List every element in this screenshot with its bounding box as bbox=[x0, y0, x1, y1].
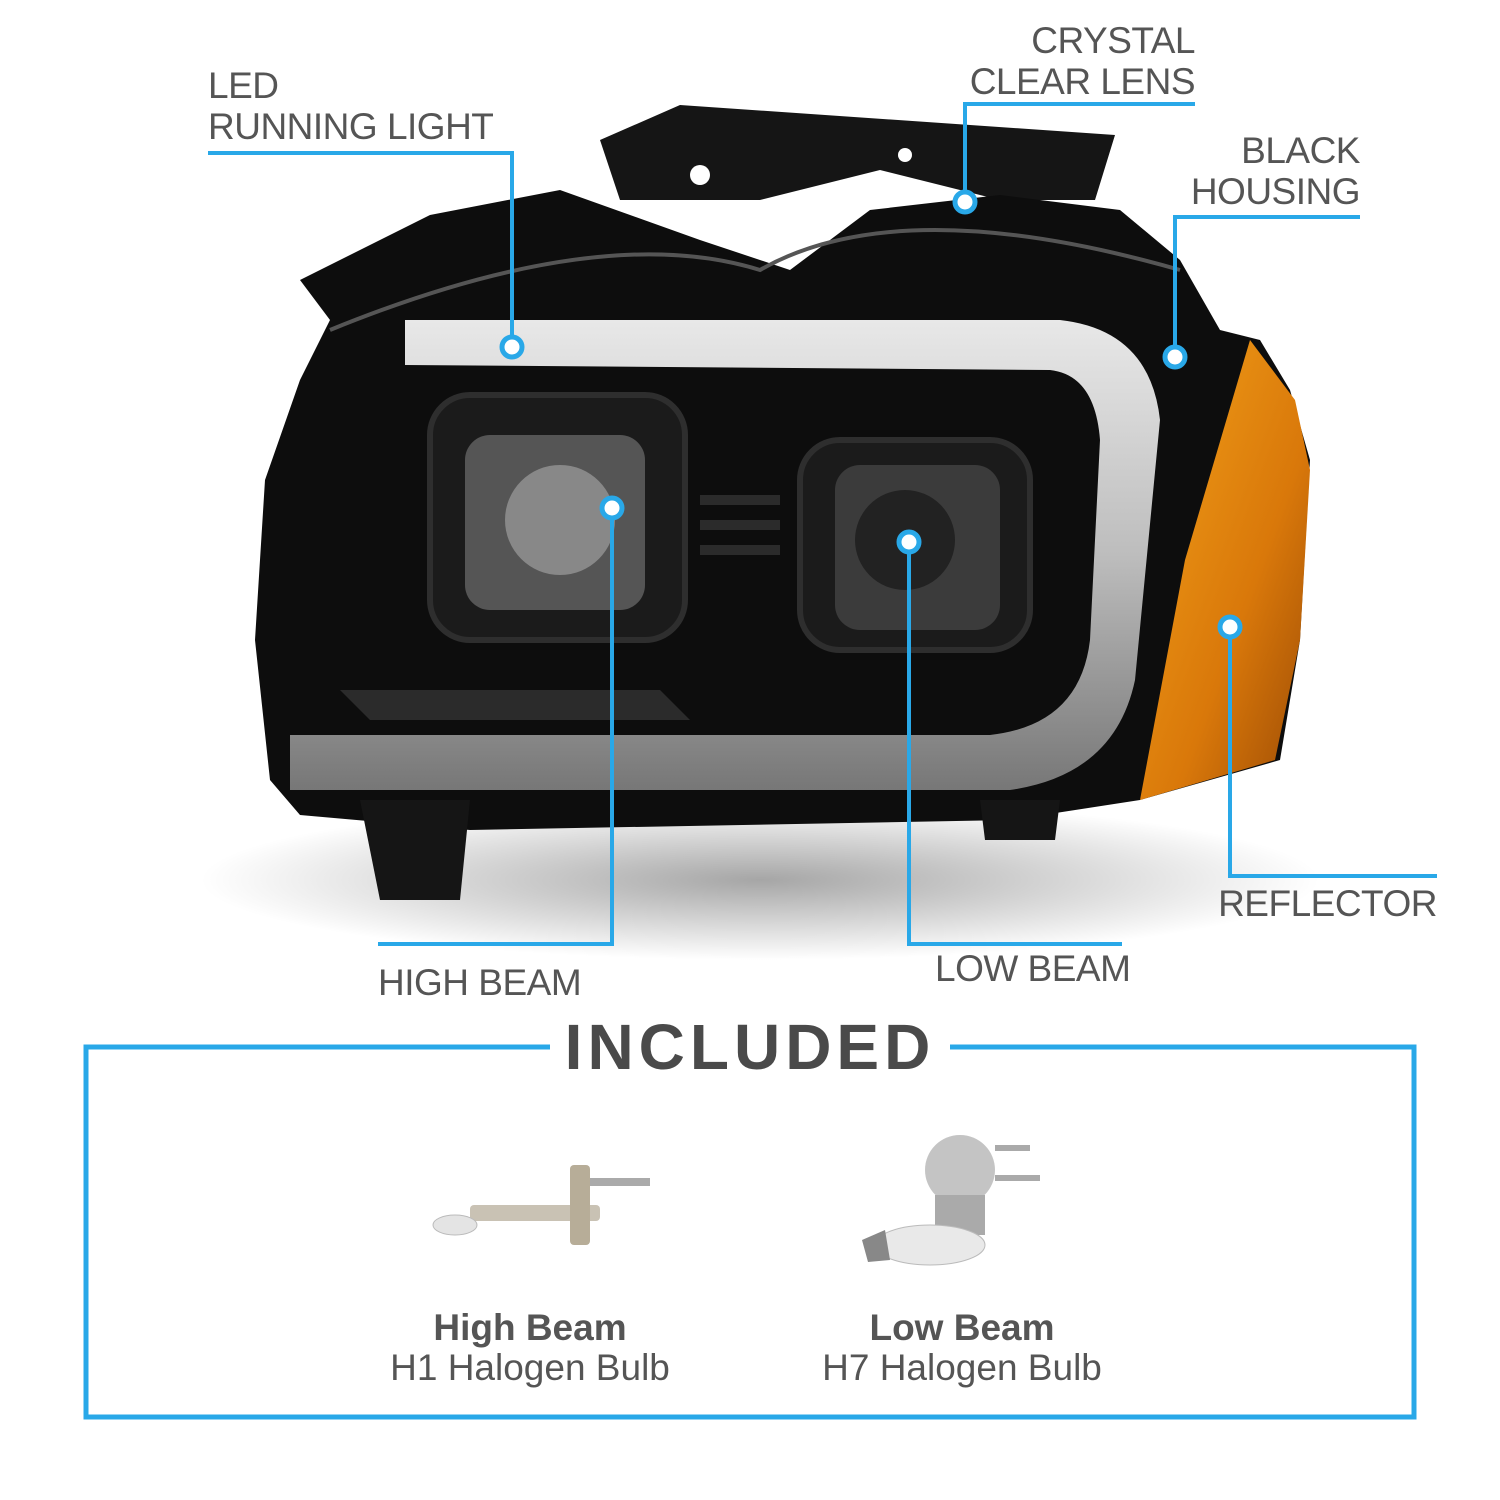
callout-line-high-beam bbox=[378, 508, 614, 946]
included-box bbox=[83, 1044, 1417, 1420]
callout-text: CRYSTAL bbox=[1031, 20, 1195, 61]
callout-dots bbox=[499, 189, 1243, 640]
callout-dot-reflector bbox=[1217, 614, 1243, 640]
amber-reflector bbox=[1140, 340, 1310, 800]
callout-line-led bbox=[208, 151, 514, 347]
callout-low-beam: LOW BEAM bbox=[935, 948, 1131, 989]
callout-high-beam: HIGH BEAM bbox=[378, 962, 582, 1003]
callout-dot-housing bbox=[1162, 344, 1188, 370]
callout-text: BLACK bbox=[1241, 130, 1360, 171]
item-name: Low Beam bbox=[869, 1307, 1055, 1348]
led-drl-strip bbox=[290, 320, 1160, 790]
item-desc: H7 Halogen Bulb bbox=[822, 1347, 1102, 1388]
callout-text: CLEAR LENS bbox=[969, 61, 1196, 102]
callout-line-low-beam bbox=[907, 542, 1122, 946]
h7-bulb-image bbox=[862, 1135, 1040, 1266]
callout-line-lens bbox=[963, 102, 1195, 202]
included-title: INCLUDED bbox=[550, 1010, 950, 1084]
callout-line-reflector bbox=[1228, 627, 1437, 878]
callout-text: RUNNING LIGHT bbox=[208, 106, 494, 147]
callout-dot-high-beam bbox=[599, 495, 625, 521]
callout-text: LED bbox=[208, 65, 279, 106]
black-housing bbox=[255, 190, 1310, 830]
callout-dot-led bbox=[499, 334, 525, 360]
callout-text: HOUSING bbox=[1190, 171, 1361, 212]
mounting-bracket bbox=[600, 105, 1115, 200]
item-name: High Beam bbox=[433, 1307, 627, 1348]
callout-black-housing: BLACK HOUSING bbox=[1190, 130, 1361, 212]
callout-led-running-light: LED RUNNING LIGHT bbox=[208, 65, 494, 147]
callout-reflector: REFLECTOR bbox=[1218, 883, 1437, 924]
callout-lines bbox=[208, 102, 1437, 946]
callout-line-housing bbox=[1173, 215, 1360, 357]
callout-dot-lens bbox=[952, 189, 978, 215]
h1-bulb-image bbox=[432, 1165, 650, 1245]
callout-crystal-clear-lens: CRYSTAL CLEAR LENS bbox=[969, 20, 1196, 102]
item-desc: H1 Halogen Bulb bbox=[390, 1347, 670, 1388]
callout-dot-low-beam bbox=[896, 529, 922, 555]
included-item-high-beam: High Beam H1 Halogen Bulb bbox=[330, 1308, 730, 1388]
included-item-low-beam: Low Beam H7 Halogen Bulb bbox=[762, 1308, 1162, 1388]
